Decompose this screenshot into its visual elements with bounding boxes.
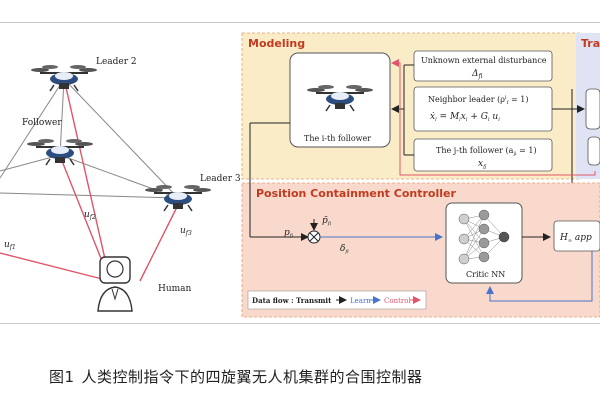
disturbance-box — [413, 50, 553, 82]
follower-label: Follower — [22, 118, 62, 128]
tracking-box — [587, 136, 600, 166]
figure-caption-text: 人类控制指令下的四旋翼无人机集群的合围控制器 — [81, 368, 423, 386]
formation-line — [59, 78, 65, 156]
leader2-label: Leader 2 — [96, 57, 137, 67]
tracking-box — [585, 88, 600, 130]
neighbor-leader-label: Neighbor leader (ρlf = 1) — [428, 95, 528, 106]
p-fi-label: pfi — [284, 228, 294, 239]
delta-fi-label: δfi — [340, 244, 349, 255]
leader3-label: Leader 3 — [200, 174, 241, 184]
neural-network-icon — [458, 209, 510, 265]
tracking-title: Tra — [581, 37, 600, 50]
human-label: Human — [158, 284, 192, 294]
modeling-title: Modeling — [248, 37, 305, 50]
legend-learn: Learn — [350, 297, 371, 305]
critic-nn-label: Critic NN — [466, 270, 505, 279]
legend-control: Control — [384, 297, 411, 305]
formation-line — [63, 78, 179, 199]
control-panel: Modeling Tra The i-th follower Unknown e… — [241, 32, 600, 318]
formation-line — [0, 154, 61, 172]
h-approx-box — [553, 220, 600, 252]
pbar-fi-label: p̄fi — [322, 216, 332, 227]
formation-line — [0, 192, 179, 199]
drone-leader3-icon — [144, 184, 212, 212]
u-f2-label: uf2 — [84, 210, 96, 221]
neighbor-leader-box — [413, 86, 553, 132]
swarm-scene: Leader 2 Follower Leader 3 Human uf1 uf2… — [0, 57, 241, 312]
figure-caption: 图1 人类控制指令下的四旋翼无人机集群的合围控制器 — [49, 366, 430, 387]
formation-line — [0, 78, 65, 179]
h-approx-label: H∞ app — [559, 233, 592, 244]
diagram: Leader 2 Follower Leader 3 Human uf1 uf2… — [0, 32, 600, 318]
neighbor-equation: ẋl = Mlxl + Gl ul — [430, 112, 500, 123]
summing-cross — [309, 232, 319, 242]
disturbance-symbol: Δfi — [471, 69, 483, 80]
formation-line — [59, 154, 179, 199]
figure-number: 图1 — [49, 368, 75, 386]
drone-leader2-icon — [30, 64, 98, 92]
figure: Leader 2 Follower Leader 3 Human uf1 uf2… — [0, 22, 600, 324]
u-f1-label: uf1 — [4, 240, 16, 251]
command-line — [0, 252, 111, 282]
jth-follower-label: The j-th follower (aji = 1) — [436, 146, 537, 157]
controller-title: Position Containment Controller — [256, 187, 456, 200]
jth-symbol: xfj — [478, 159, 487, 170]
learn-return-line — [486, 251, 593, 302]
human-icon — [97, 256, 133, 312]
follower-box-label: The i-th follower — [304, 134, 371, 143]
command-line — [64, 82, 111, 282]
u-f3-label: uf3 — [180, 226, 192, 237]
disturbance-label: Unknown external disturbance — [421, 56, 547, 65]
command-line — [139, 204, 179, 282]
legend-transmit: Data flow : Transmit — [252, 296, 332, 305]
control-feedback-line — [391, 59, 596, 176]
